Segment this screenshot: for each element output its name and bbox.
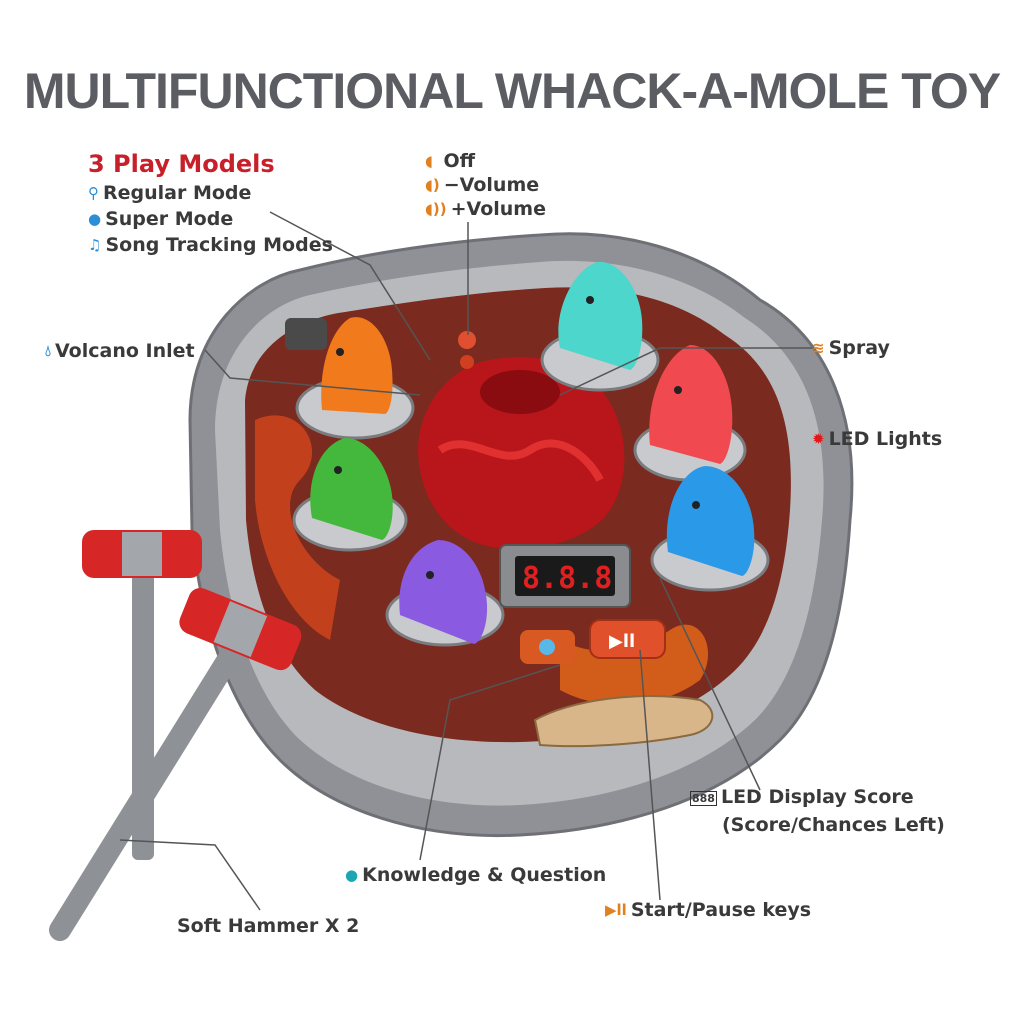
mole-purple (385, 540, 505, 647)
light-icon: ✹ (812, 430, 825, 448)
led-display: 8.8.8 (499, 544, 631, 608)
speaker-off-icon: ◖ (425, 152, 433, 170)
hammer-2 (49, 587, 302, 941)
callout-spray: ≋Spray (812, 337, 890, 359)
volcano-texture (437, 439, 604, 482)
mole-green (292, 438, 408, 552)
segment-display-icon: 888 (690, 791, 717, 806)
volume-down: ◖)−Volume (425, 174, 540, 196)
mole-teal (540, 261, 660, 392)
volume-up: ◖))+Volume (425, 198, 546, 220)
svg-text:▶ll: ▶ll (609, 631, 635, 652)
mole-blue (650, 466, 770, 592)
magnifier-icon: ⚲ (88, 184, 99, 202)
music-icon: ♫ (88, 236, 102, 254)
callout-volcano-inlet: 💧︎Volcano Inlet (45, 340, 195, 362)
page-title: MULTIFUNCTIONAL WHACK-A-MOLE TOY (23, 63, 1001, 119)
lava-glow-2 (560, 624, 709, 705)
brand-plaque (533, 695, 714, 748)
leader-lines (119, 211, 812, 911)
start-pause-button-shape (589, 619, 666, 659)
mode-song: ♫Song Tracking Modes (88, 234, 333, 256)
lava-glow (255, 415, 340, 640)
question-badge-icon: ● (88, 210, 102, 228)
svg-text:8.8.8: 8.8.8 (522, 561, 612, 596)
mole-red (633, 345, 747, 482)
speaker-high-icon: ◖)) (425, 200, 447, 218)
speaker-grille (285, 318, 327, 350)
mole-orange (295, 317, 415, 440)
speaker-low-icon: ◖) (425, 176, 440, 194)
mode-regular: ⚲Regular Mode (88, 182, 252, 204)
water-drop-icon: 💧︎ (45, 342, 52, 360)
mode-super: ●Super Mode (88, 208, 234, 230)
question-badge-icon: ● (345, 866, 359, 884)
play-pause-icon: ▶ll (605, 901, 627, 919)
volume-off: ◖ Off (425, 150, 476, 172)
modes-heading: 3 Play Models (88, 150, 275, 178)
callout-led-lights: ✹LED Lights (812, 428, 943, 450)
callout-led-display-sub: (Score/Chances Left) (722, 814, 945, 836)
spray-icon: ≋ (812, 339, 825, 357)
volcano-top (480, 370, 560, 414)
callout-hammer: Soft Hammer X 2 (177, 915, 360, 937)
callout-knowledge: ●Knowledge & Question (345, 864, 607, 886)
